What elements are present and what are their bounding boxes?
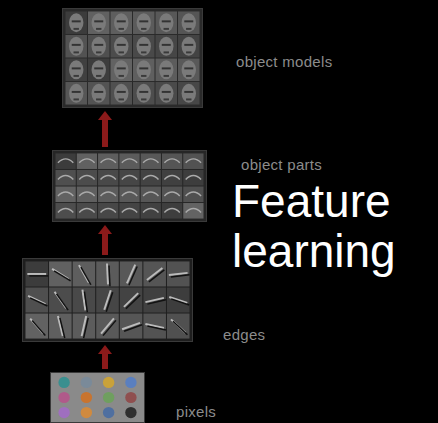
feature-grid	[63, 9, 202, 107]
edge-panel: edges	[22, 258, 193, 342]
layer-label: edges	[223, 326, 265, 343]
arrow-head	[98, 111, 112, 120]
flow-arrow	[98, 225, 112, 255]
arrow-head	[98, 345, 112, 354]
object-part-panel: object parts	[52, 150, 207, 222]
flow-arrow	[98, 345, 112, 369]
layer-label: object parts	[241, 156, 322, 173]
pixel-panel: pixels	[50, 372, 145, 423]
object-model-panel: object models	[62, 8, 203, 108]
arrow-head	[98, 225, 112, 234]
arrow-shaft	[102, 233, 108, 255]
arrow-shaft	[102, 353, 108, 369]
layer-label: pixels	[176, 403, 216, 420]
feature-grid	[51, 373, 144, 422]
feature-grid	[23, 259, 192, 341]
overlay-title: Feature learning	[232, 176, 437, 276]
layer-label: object models	[236, 53, 332, 70]
flow-arrow	[98, 111, 112, 147]
arrow-shaft	[102, 119, 108, 147]
feature-grid	[53, 151, 206, 221]
